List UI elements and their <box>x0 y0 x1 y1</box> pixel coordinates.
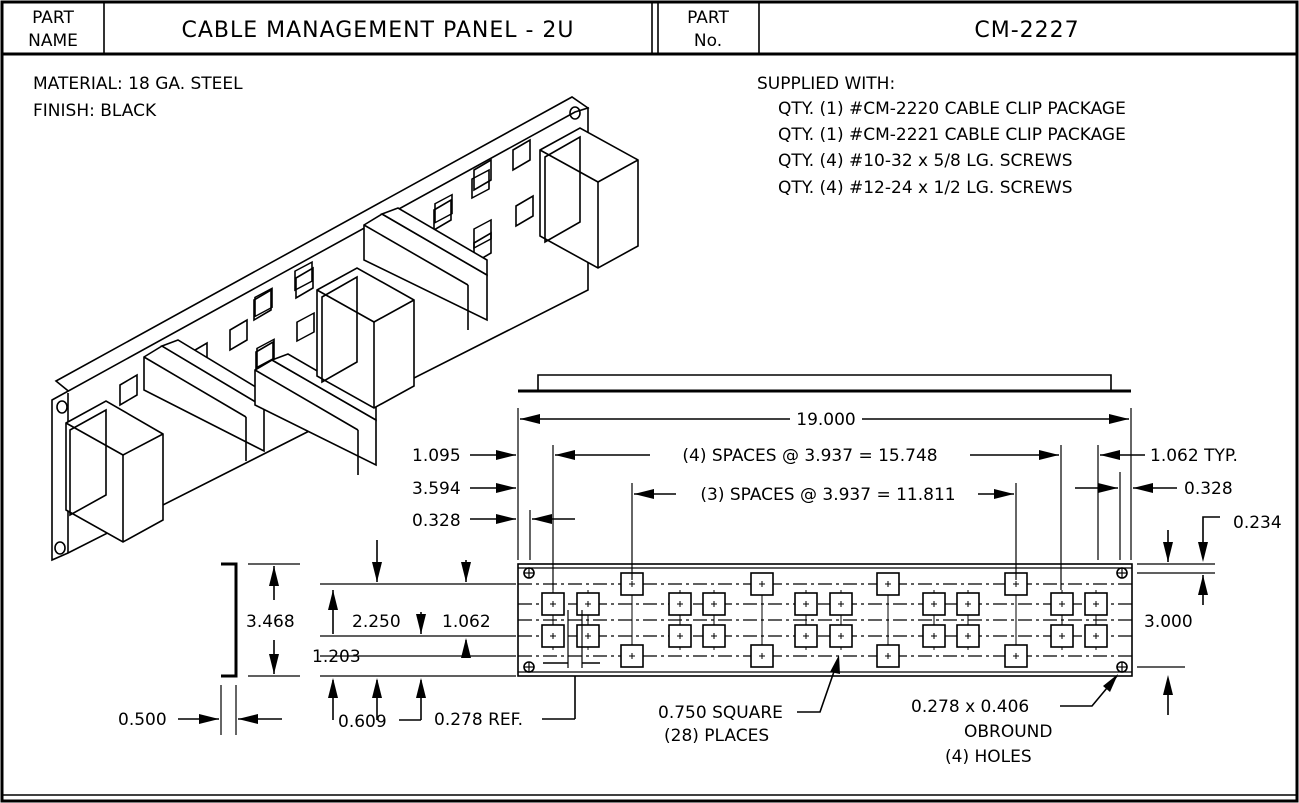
dim-4-spaces: (4) SPACES @ 3.937 = 15.748 <box>682 446 937 466</box>
supplied-item: QTY. (1) #CM-2221 CABLE CLIP PACKAGE <box>778 125 1126 145</box>
obround-hole <box>1116 567 1128 579</box>
square-note-line2: (28) PLACES <box>664 726 769 746</box>
square-hole <box>750 572 774 596</box>
square-hole <box>956 624 980 648</box>
hole-note-line2: OBROUND <box>964 722 1053 742</box>
square-hole <box>1084 624 1108 648</box>
square-hole <box>1084 592 1108 616</box>
dim-0609: 0.609 <box>338 712 387 732</box>
front-view <box>517 563 1133 677</box>
square-hole <box>702 624 726 648</box>
part-name-value: CABLE MANAGEMENT PANEL - 2U <box>181 18 574 43</box>
dim-3-spaces: (3) SPACES @ 3.937 = 11.811 <box>700 485 955 505</box>
cable-ring <box>316 267 415 409</box>
square-hole <box>922 592 946 616</box>
cable-guide <box>363 207 488 330</box>
dim-0278-ref: 0.278 REF. <box>434 710 523 730</box>
dim-1095: 1.095 <box>412 446 461 466</box>
part-name-label-1: PART <box>32 8 74 28</box>
square-hole <box>829 624 853 648</box>
square-hole <box>922 624 946 648</box>
obround-hole <box>523 661 535 673</box>
dim-1062-typ: 1.062 TYP. <box>1150 446 1238 466</box>
hole-note-line3: (4) HOLES <box>945 747 1032 767</box>
square-hole <box>876 572 900 596</box>
square-hole <box>576 624 600 648</box>
square-hole <box>829 592 853 616</box>
supplied-heading: SUPPLIED WITH: <box>757 74 895 94</box>
dim-2250: 2.250 <box>352 612 401 632</box>
square-hole <box>1004 644 1028 668</box>
square-hole <box>794 592 818 616</box>
dim-0328-left: 0.328 <box>412 511 461 531</box>
cable-guide <box>254 353 377 475</box>
dim-1203: 1.203 <box>312 647 361 667</box>
square-hole <box>620 644 644 668</box>
square-hole <box>576 592 600 616</box>
square-hole <box>541 592 565 616</box>
top-view <box>518 374 1131 393</box>
dim-3594: 3.594 <box>412 479 461 499</box>
dim-overall-width: 19.000 <box>796 410 855 430</box>
material-note: MATERIAL: 18 GA. STEEL <box>33 74 243 94</box>
square-hole <box>750 644 774 668</box>
dim-1062: 1.062 <box>442 612 491 632</box>
square-hole <box>668 624 692 648</box>
dim-0234: 0.234 <box>1233 513 1282 533</box>
isometric-view <box>51 96 639 562</box>
hole-note-line1: 0.278 x 0.406 <box>911 697 1029 717</box>
finish-note: FINISH: BLACK <box>33 101 157 121</box>
square-hole <box>668 592 692 616</box>
dimensions: 19.000 (4) SPACES @ 3.937 = 15.748 (3) S… <box>118 408 1282 767</box>
dim-0500: 0.500 <box>118 710 167 730</box>
obround-hole <box>1116 661 1128 673</box>
part-no-label-1: PART <box>687 8 729 28</box>
cable-guide <box>143 339 265 461</box>
dim-0328-right: 0.328 <box>1184 479 1233 499</box>
square-hole <box>1050 592 1074 616</box>
cable-ring <box>539 127 639 269</box>
supplied-item: QTY. (4) #12-24 x 1/2 LG. SCREWS <box>778 178 1073 198</box>
square-hole <box>1050 624 1074 648</box>
square-hole <box>794 624 818 648</box>
supplied-item: QTY. (4) #10-32 x 5/8 LG. SCREWS <box>778 151 1073 171</box>
obround-hole <box>523 567 535 579</box>
square-hole <box>702 592 726 616</box>
part-name-label-2: NAME <box>28 31 78 51</box>
square-hole <box>1004 572 1028 596</box>
cable-ring <box>65 400 164 543</box>
square-hole <box>541 624 565 648</box>
square-note-line1: 0.750 SQUARE <box>658 703 783 723</box>
part-no-value: CM-2227 <box>974 18 1079 43</box>
dim-3000: 3.000 <box>1144 612 1193 632</box>
square-hole <box>956 592 980 616</box>
part-no-label-2: No. <box>694 31 722 51</box>
supplied-item: QTY. (1) #CM-2220 CABLE CLIP PACKAGE <box>778 99 1126 119</box>
square-hole <box>876 644 900 668</box>
dim-3468: 3.468 <box>246 612 295 632</box>
